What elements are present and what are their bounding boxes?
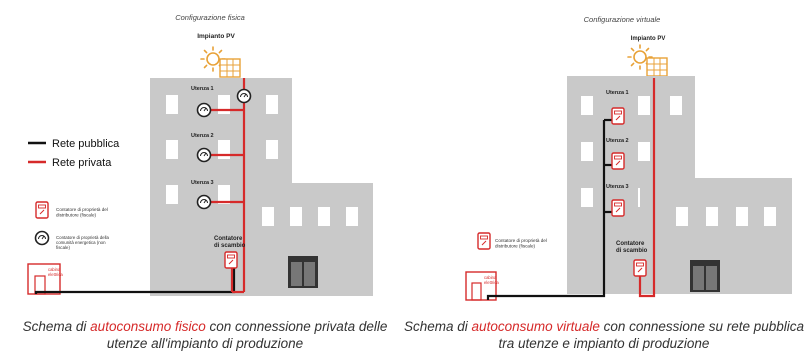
- legend-fiscal-meter-icon: [35, 201, 49, 219]
- left-pv-label: Impianto PV: [197, 33, 235, 40]
- left-exchange-meter-icon: [224, 251, 238, 269]
- right-user3-label: Utenza 3: [606, 184, 629, 190]
- left-user3-meter-icon: [196, 194, 212, 210]
- left-user2-label: Utenza 2: [191, 133, 214, 139]
- left-title: Configurazione fisica: [175, 13, 245, 22]
- right-pv-plant: Impianto PV: [627, 36, 668, 77]
- right-caption-post: con connessione su rete pubblica tra ute…: [498, 319, 805, 351]
- left-caption-highlight: autoconsumo fisico: [90, 319, 206, 334]
- right-elevator-icon: [690, 260, 720, 292]
- left-caption-post: con connessione privata delle utenze all…: [106, 319, 388, 351]
- left-user1-meter-icon: [196, 102, 212, 118]
- right-user1-meter-icon: [611, 107, 625, 125]
- left-legend: Rete pubblica Rete privata Contatore di …: [28, 138, 120, 250]
- left-private-network: [204, 78, 246, 294]
- legend-private-label: Rete privata: [52, 157, 112, 169]
- left-caption: Schema di autoconsumo fisico con conness…: [5, 318, 405, 352]
- right-title: Configurazione virtuale: [584, 15, 661, 24]
- right-user3-meter-icon: [611, 199, 625, 217]
- right-pv-label: Impianto PV: [631, 36, 666, 42]
- left-community-meter-icon: [236, 88, 252, 104]
- left-public-line: [34, 268, 236, 294]
- right-pv-line: [638, 78, 656, 298]
- right-panel: Configurazione virtuale Impianto PV cabi…: [465, 15, 792, 301]
- left-user1-label: Utenza 1: [191, 86, 214, 92]
- right-legend-fiscal-meter-icon: [477, 232, 491, 250]
- right-caption: Schema di autoconsumo virtuale con conne…: [404, 318, 804, 352]
- right-caption-pre: Schema di: [404, 319, 472, 334]
- right-user2-label: Utenza 2: [606, 138, 629, 144]
- right-user2-meter-icon: [611, 152, 625, 170]
- left-panel: Configurazione fisica Impianto PV: [27, 13, 373, 296]
- solar-panel-icon: [646, 57, 668, 77]
- right-user1-label: Utenza 1: [606, 90, 629, 96]
- right-caption-highlight: autoconsumo virtuale: [471, 319, 600, 334]
- left-user3-label: Utenza 3: [191, 180, 214, 186]
- legend-public-label: Rete pubblica: [52, 138, 120, 150]
- left-pv-plant: Impianto PV: [197, 33, 241, 78]
- left-caption-pre: Schema di: [22, 319, 91, 334]
- solar-panel-icon: [219, 58, 241, 78]
- right-exchange-meter-icon: [633, 259, 647, 277]
- left-user2-meter-icon: [196, 147, 212, 163]
- left-elevator-icon: [288, 256, 318, 288]
- legend-community-meter-icon: [34, 230, 50, 246]
